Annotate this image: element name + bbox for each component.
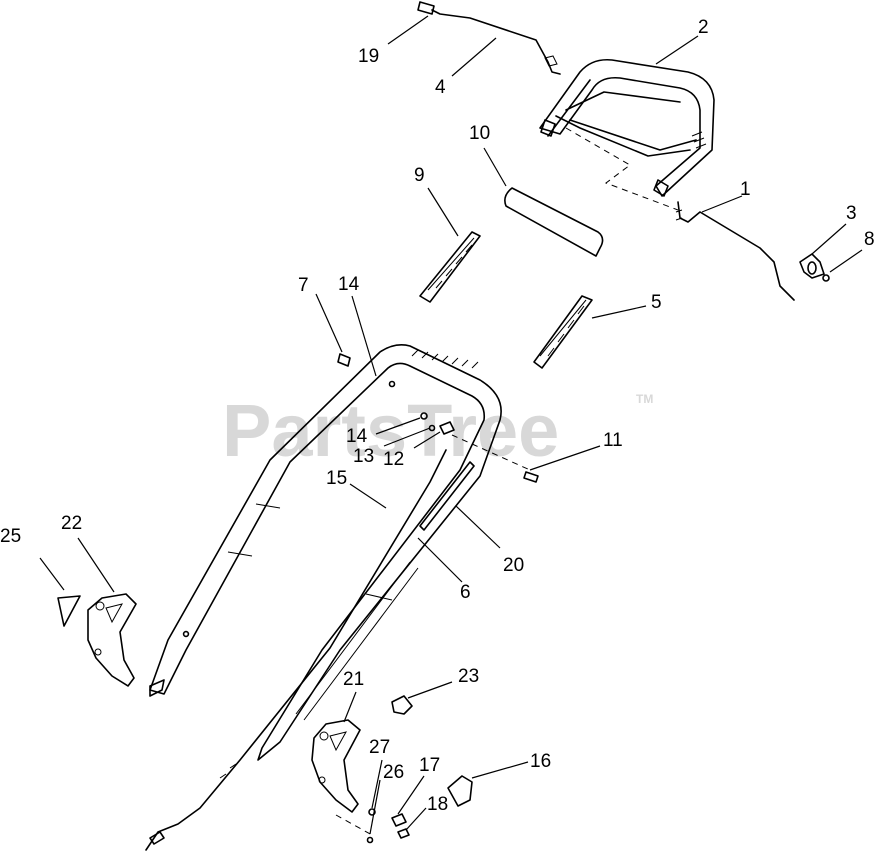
callout-19[interactable]: 19 (358, 46, 379, 67)
callout-14-lower[interactable]: 14 (346, 426, 368, 447)
callouts: 1 2 3 4 5 6 7 8 9 10 11 12 13 14 14 15 1… (0, 17, 875, 815)
callout-6[interactable]: 6 (460, 582, 471, 603)
part-17-spacer[interactable] (391, 813, 407, 827)
part-6-cable-channel[interactable] (295, 561, 419, 721)
callout-2[interactable]: 2 (698, 17, 709, 38)
callout-22[interactable]: 22 (61, 513, 82, 534)
part-4-bail-rod[interactable] (431, 9, 561, 75)
callout-21[interactable]: 21 (343, 669, 364, 690)
part-18-nut[interactable] (397, 828, 410, 839)
part-3-knob[interactable] (799, 253, 825, 279)
part-20-cable-guide[interactable] (419, 461, 475, 531)
part-16-clip[interactable] (447, 775, 473, 807)
part-23-fitting[interactable] (391, 695, 413, 715)
callout-7[interactable]: 7 (298, 275, 309, 296)
part-9-grip[interactable] (419, 231, 481, 303)
assembly-line-bolt (451, 434, 531, 471)
part-19-clip[interactable] (417, 1, 435, 15)
part-11-bolt[interactable] (523, 471, 539, 483)
callout-15[interactable]: 15 (326, 468, 347, 489)
callout-26[interactable]: 26 (383, 762, 404, 783)
part-1-cable-rod[interactable] (675, 201, 795, 301)
callout-17[interactable]: 17 (419, 755, 440, 776)
assembly-line-cable (565, 127, 679, 211)
callout-18[interactable]: 18 (427, 794, 448, 815)
assembly-line-bracket (335, 814, 373, 836)
callout-10[interactable]: 10 (469, 123, 490, 144)
callout-20[interactable]: 20 (503, 555, 524, 576)
part-14-nut-upper[interactable] (388, 380, 396, 388)
part-22-bracket[interactable] (87, 593, 137, 687)
part-27-washer[interactable] (368, 808, 376, 816)
callout-4[interactable]: 4 (435, 77, 446, 98)
part-8-washer[interactable] (822, 274, 830, 282)
callout-1[interactable]: 1 (740, 179, 751, 200)
part-14-nut-lower[interactable] (420, 412, 428, 420)
callout-14-upper[interactable]: 14 (338, 274, 360, 295)
callout-3[interactable]: 3 (846, 203, 857, 224)
part-2-handle-cover[interactable] (539, 58, 715, 197)
part-5-grip[interactable] (533, 295, 593, 369)
part-26-bolt[interactable] (366, 836, 374, 844)
watermark: PartsTree TM (222, 389, 653, 472)
part-7-bolt[interactable] (337, 353, 351, 367)
callout-25[interactable]: 25 (0, 526, 21, 547)
callout-13[interactable]: 13 (353, 446, 374, 467)
callout-16[interactable]: 16 (530, 751, 551, 772)
callout-11[interactable]: 11 (603, 430, 623, 451)
part-12-spacer[interactable] (439, 421, 455, 435)
callout-12[interactable]: 12 (383, 449, 404, 470)
callout-9[interactable]: 9 (414, 165, 425, 186)
callout-5[interactable]: 5 (651, 292, 662, 313)
callout-23[interactable]: 23 (458, 666, 479, 687)
part-10-decal[interactable] (504, 187, 604, 257)
upper-handle[interactable] (149, 344, 502, 761)
callout-8[interactable]: 8 (864, 229, 875, 250)
part-21-bracket[interactable] (311, 719, 361, 813)
leader-lines (39, 15, 863, 835)
part-15-cable[interactable] (145, 449, 447, 851)
watermark-trademark: TM (636, 392, 653, 406)
callout-27[interactable]: 27 (369, 737, 390, 758)
part-25-decal[interactable] (57, 595, 81, 627)
